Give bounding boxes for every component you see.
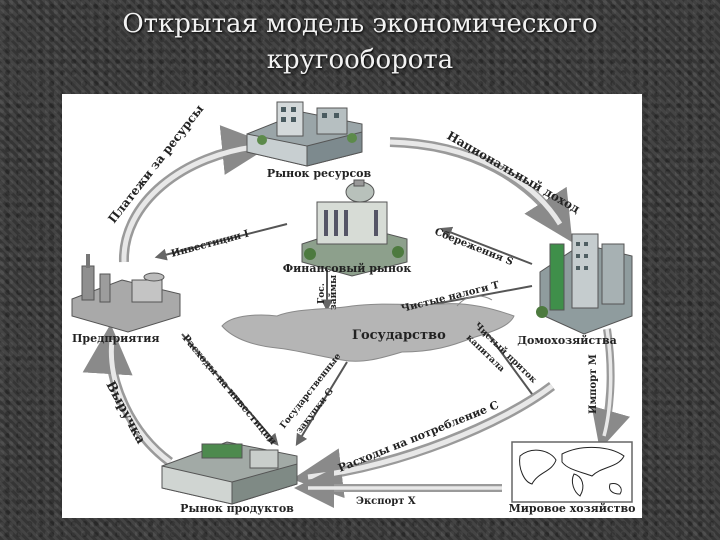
circular-flow-diagram: Рынок ресурсов Финансовый рынок Предприя… [62,94,642,518]
enterprises-label: Предприятия [72,332,160,345]
national-income-label: Национальный доход [445,128,583,216]
revenue-label: Выручка [102,379,148,447]
import-label: Импорт М [588,354,599,414]
arrow-revenue [82,324,174,467]
world-economy-label: Мировое хозяйство [509,502,636,515]
arrow-resource-payments [118,125,272,263]
savings-label: Сбережения S [433,227,515,269]
financial-market-label: Финансовый рынок [283,262,412,275]
households-illustration [536,233,633,335]
arrow-national-income [389,137,573,243]
gov-loans-label-1: Гос. [317,283,327,304]
slide-title-line-1: Открытая модель экономического [122,9,598,39]
slide-title-line-2: кругооборота [266,45,454,75]
consumption-label: Расходы на потребление С [336,398,501,475]
state-map-illustration [221,295,515,362]
investment-spending-label: Расходы на инвестиции [180,333,279,448]
arrow-import [591,328,631,450]
diagram-canvas: Рынок ресурсов Финансовый рынок Предприя… [71,101,636,515]
export-label: Экспорт X [356,496,416,507]
arrow-gov-purchases [295,361,348,447]
financial-market-illustration [301,179,408,277]
enterprises-illustration [71,254,181,333]
world-economy-illustration [511,441,633,503]
investments-label: Инвестиции I [170,228,251,259]
arrow-investments [154,223,288,261]
arrow-investment-spending [181,333,279,446]
slide-title: Открытая модель экономического кругообор… [0,6,720,78]
households-label: Домохозяйства [517,334,617,347]
product-market-label: Рынок продуктов [180,502,294,515]
arrow-net-capital [480,324,533,395]
resource-market-label: Рынок ресурсов [267,167,372,180]
arrow-savings [439,226,533,265]
arrow-consumption [292,382,556,499]
gov-loans-label-2: займы [328,275,339,310]
resource-market-illustration [246,101,363,167]
state-label: Государство [352,328,446,343]
product-market-illustration [161,441,298,505]
